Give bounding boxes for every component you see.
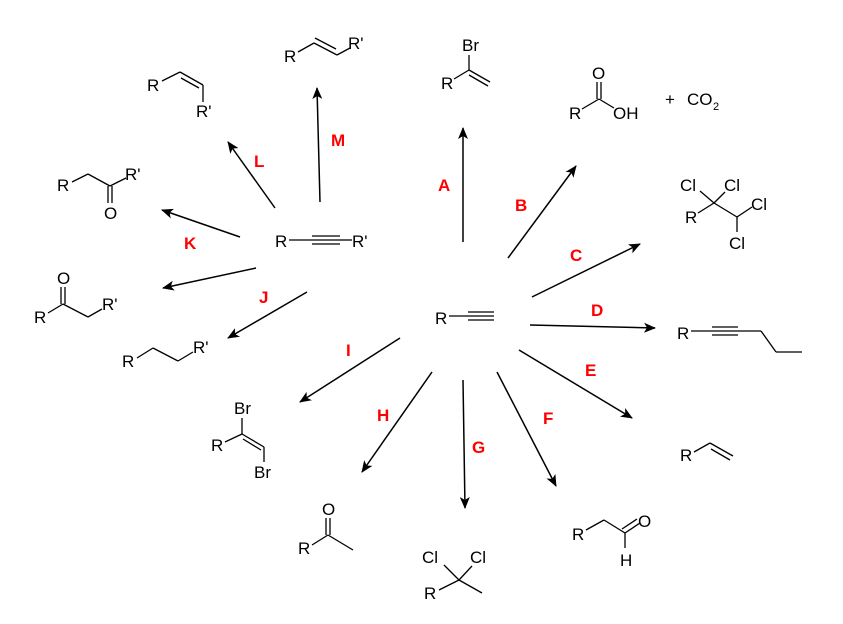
r-prime-group: R'	[102, 295, 118, 314]
r-prime-group: R'	[193, 338, 209, 357]
atom-cl: Cl	[729, 234, 745, 253]
atom-cl: Cl	[680, 176, 696, 195]
product-g-gem-dichloride: Cl Cl R	[422, 548, 486, 603]
arrow-h	[361, 371, 433, 473]
label-f: F	[543, 409, 553, 428]
product-f-aldehyde: R O H	[572, 512, 651, 570]
arrow-m	[312, 87, 323, 203]
r-group: R	[572, 525, 584, 544]
hydroxyl: OH	[613, 104, 639, 123]
arrow-f	[496, 371, 557, 487]
arrow-k	[161, 208, 241, 238]
arrow-g	[459, 379, 470, 509]
atom-o: O	[322, 500, 335, 519]
r-prime-group: R'	[125, 165, 141, 184]
co2-subscript: 2	[713, 101, 719, 113]
label-k: K	[184, 234, 197, 253]
product-l-cis-alkene: R R'	[147, 71, 212, 121]
atom-cl: Cl	[724, 176, 740, 195]
r-prime-group: R'	[348, 34, 364, 53]
arrow-j2	[162, 267, 257, 291]
product-i-dibromoalkene: Br R Br	[211, 399, 271, 482]
label-e: E	[585, 361, 596, 380]
product-c-tetrachloride: Cl Cl Cl Cl R	[680, 176, 767, 253]
r-group: R	[211, 436, 223, 455]
reaction-labels: A B C D E F G H I J K L M	[184, 131, 603, 457]
internal-alkyne: R R'	[275, 232, 368, 251]
arrow-j	[227, 291, 308, 339]
label-l: L	[254, 152, 264, 171]
r-group: R	[122, 352, 134, 371]
atom-o: O	[57, 269, 70, 288]
product-j-alkane: R R'	[122, 338, 209, 371]
r-group: R	[147, 76, 159, 95]
label-b: B	[515, 196, 527, 215]
product-b-carboxylic-acid: O R OH + CO 2	[569, 64, 719, 123]
atom-br: Br	[254, 463, 271, 482]
label-c: C	[570, 246, 582, 265]
label-h: H	[377, 406, 389, 425]
label-j: J	[259, 288, 268, 307]
product-d-alkyne: R	[677, 324, 802, 353]
r-group: R	[677, 324, 689, 343]
arrow-i	[299, 337, 401, 403]
r-group: R	[680, 446, 692, 465]
r-group: R	[685, 208, 697, 227]
product-a-vinyl-bromide: Br R	[441, 36, 491, 93]
label-m: M	[331, 131, 345, 150]
label-d: D	[591, 301, 603, 320]
product-ketone-2: O R R'	[34, 269, 118, 327]
r-group: R	[298, 539, 310, 558]
atom-br: Br	[462, 36, 479, 55]
atom-cl: Cl	[751, 195, 767, 214]
atom-br: Br	[234, 399, 251, 418]
r-prime-group: R'	[352, 232, 368, 251]
atom-cl: Cl	[470, 548, 486, 567]
r-group: R	[34, 308, 46, 327]
r-group: R	[275, 232, 287, 251]
label-g: G	[472, 438, 485, 457]
terminal-alkyne: R	[435, 309, 494, 328]
r-prime-group: R'	[196, 102, 212, 121]
r-group: R	[424, 584, 436, 603]
atom-o: O	[592, 64, 605, 83]
label-i: I	[346, 341, 351, 360]
r-group: R	[569, 104, 581, 123]
product-m-trans-alkene: R R'	[284, 34, 364, 66]
atom-o: O	[638, 512, 651, 531]
product-k-ketone: R R' O	[57, 165, 141, 223]
arrow-e	[518, 349, 633, 419]
r-group: R	[441, 74, 453, 93]
atom-cl: Cl	[422, 548, 438, 567]
co2: CO	[687, 90, 713, 109]
arrow-c	[531, 243, 641, 298]
r-group: R	[284, 47, 296, 66]
r-group: R	[435, 309, 447, 328]
product-h-methyl-ketone: O R	[298, 500, 354, 558]
arrow-d	[529, 322, 656, 333]
plus-sign: +	[665, 90, 675, 109]
r-group: R	[57, 176, 69, 195]
atom-o: O	[104, 204, 117, 223]
reaction-arrows	[161, 87, 656, 509]
product-e-alkene: R	[680, 442, 734, 465]
arrow-b	[507, 165, 577, 259]
atom-h: H	[620, 551, 632, 570]
label-a: A	[438, 176, 450, 195]
arrow-l	[227, 141, 276, 209]
